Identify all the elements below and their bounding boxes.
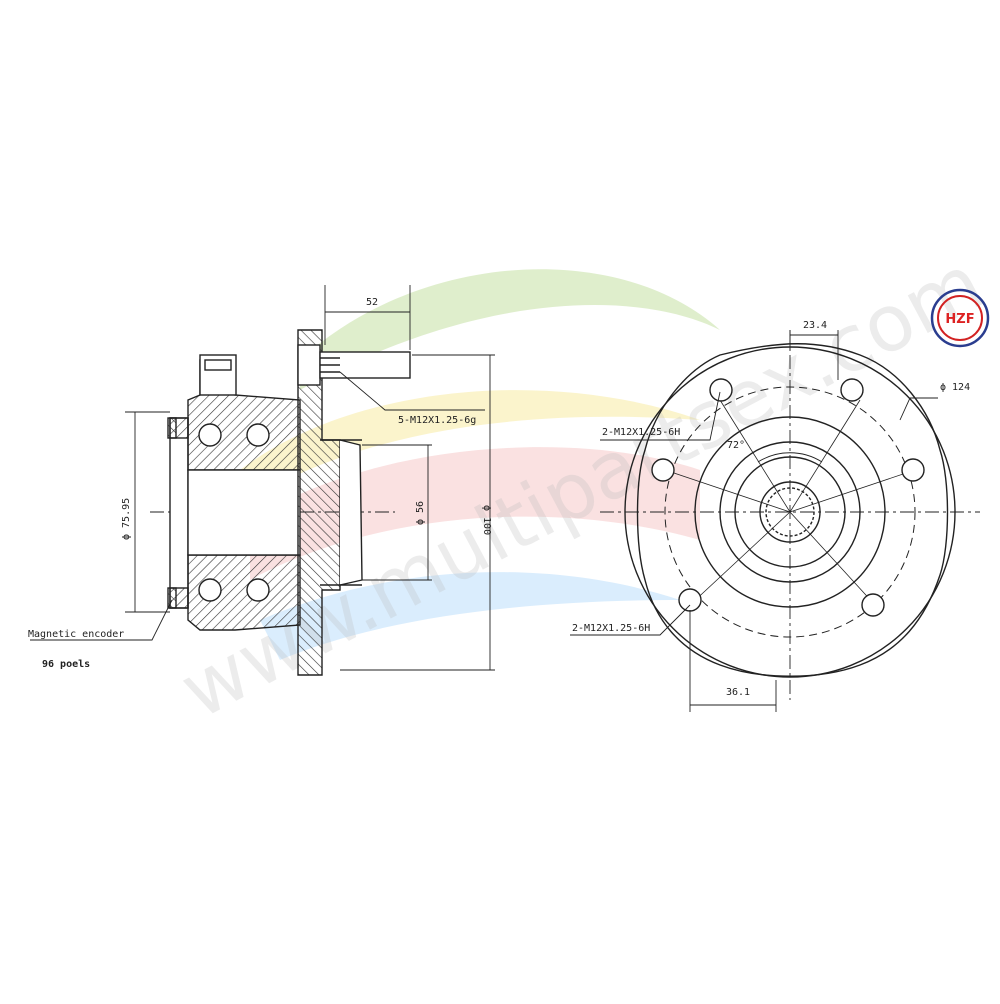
dim-front-bottom: 36.1 bbox=[726, 687, 750, 698]
label-encoder-poles: 96 poels bbox=[42, 659, 90, 670]
dim-front-angle: 72° bbox=[727, 440, 745, 451]
side-section-view bbox=[150, 329, 411, 676]
hzf-logo: HZF bbox=[930, 288, 990, 348]
dim-seal-diameter: ϕ 75.95 bbox=[121, 498, 132, 540]
dim-stud-length: 52 bbox=[366, 297, 378, 308]
dim-front-top: 23.4 bbox=[803, 320, 827, 331]
dim-front-outer-diameter: ϕ 124 bbox=[940, 382, 970, 393]
label-front-thread-bottom: 2-M12X1.25-6H bbox=[572, 623, 650, 634]
side-dimensions bbox=[30, 285, 495, 671]
dim-bolt-circle-diameter: ϕ 100 bbox=[481, 505, 492, 535]
label-stud-thread: 5-M12X1.25-6g bbox=[398, 415, 476, 426]
watermark-bands bbox=[240, 269, 720, 660]
label-magnetic-encoder: Magnetic encoder bbox=[28, 629, 124, 640]
logo-text: HZF bbox=[945, 312, 974, 327]
label-front-thread-top: 2-M12X1.25-6H bbox=[602, 427, 680, 438]
front-dimensions bbox=[570, 330, 938, 712]
dim-pilot-diameter: ϕ 56 bbox=[415, 501, 426, 525]
